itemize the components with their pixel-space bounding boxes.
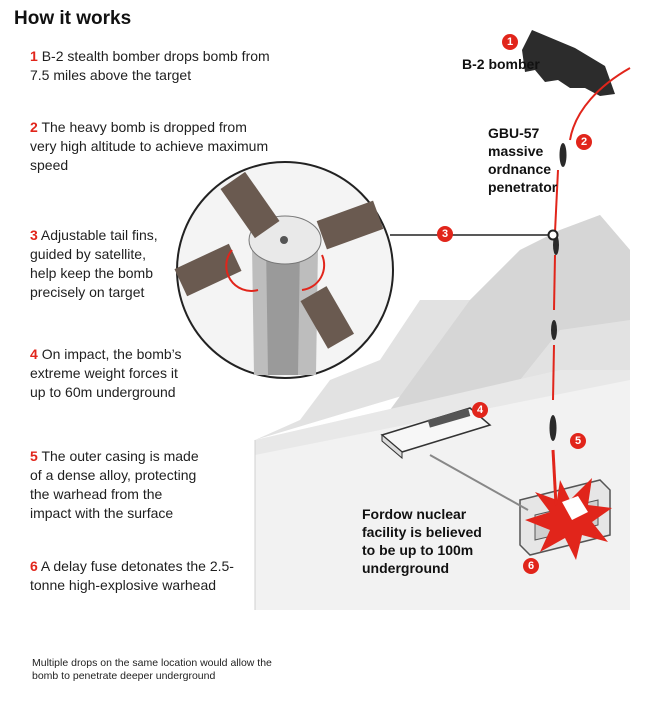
badge-5: 5 [570,433,586,449]
b2-bomber-shape [522,30,615,96]
badge-1: 1 [502,34,518,50]
step-text: The outer casing is made of a dense allo… [30,448,199,521]
explosion [525,478,612,560]
entry-slab [380,407,492,460]
step-number: 6 [30,558,38,574]
footnote: Multiple drops on the same location woul… [32,657,272,682]
badge-3: 3 [437,226,453,242]
facility-label: Fordow nuclear facility is believed to b… [362,506,482,576]
page-title: How it works [14,8,132,29]
step-5: 5 The outer casing is made of a dense al… [30,447,205,523]
step-number: 4 [30,346,38,362]
step-text: Adjustable tail fins, guided by satellit… [30,227,158,300]
trajectory-path [569,67,631,141]
tail-fin-magnifier [174,161,394,379]
badge-2: 2 [576,134,592,150]
step-text: A delay fuse detonates the 2.5-tonne hig… [30,558,234,593]
badge-6: 6 [523,558,539,574]
step-1: 1 B-2 stealth bomber drops bomb from 7.5… [30,47,275,85]
badge-4: 4 [472,402,488,418]
step-text: On impact, the bomb’s extreme weight for… [30,346,182,400]
step-number: 3 [30,227,38,243]
step-text: B-2 stealth bomber drops bomb from 7.5 m… [30,48,270,83]
step-4: 4 On impact, the bomb’s extreme weight f… [30,345,190,402]
step-3: 3 Adjustable tail fins, guided by satell… [30,226,170,302]
step-6: 6 A delay fuse detonates the 2.5-tonne h… [30,557,240,595]
step-text: The heavy bomb is dropped from very high… [30,119,269,173]
step-number: 5 [30,448,38,464]
bomber-label: B-2 bomber [462,56,540,72]
step-2: 2 The heavy bomb is dropped from very hi… [30,118,275,175]
step-number: 2 [30,119,38,135]
terrain-block [254,215,630,610]
step-number: 1 [30,48,38,64]
bomb-label: GBU-57 massive ordnance penetrator [488,125,558,195]
